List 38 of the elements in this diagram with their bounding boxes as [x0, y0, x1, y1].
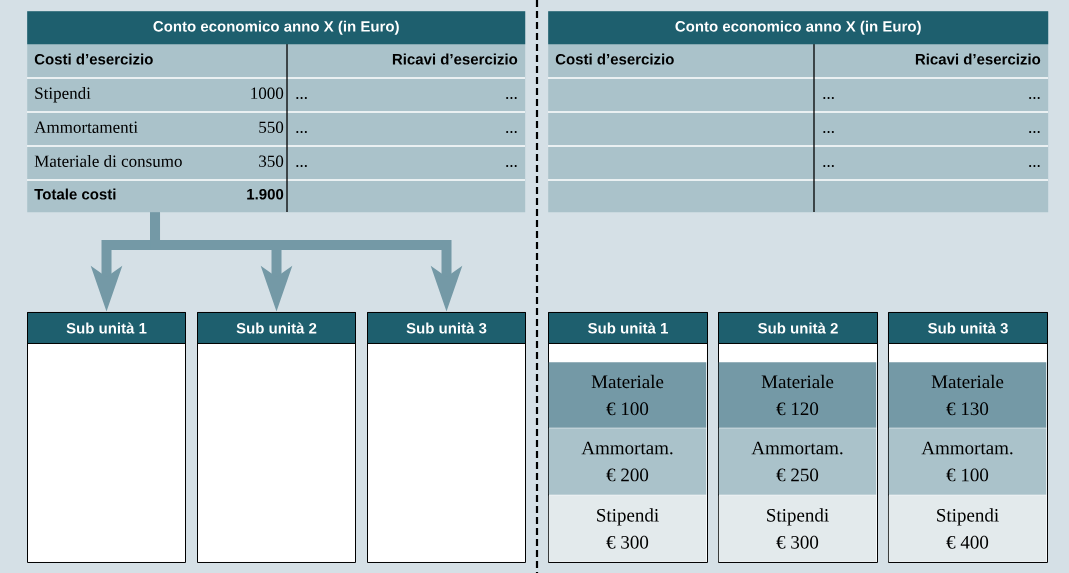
table-cell: ...: [1029, 165, 1040, 168]
table-cell: ...: [1029, 131, 1040, 134]
table-cell: 550: [259, 121, 284, 133]
table-cell: Stipendi: [35, 87, 91, 103]
table-cell: ...: [506, 165, 517, 168]
cost-band: Materiale € 100: [548, 362, 707, 428]
subunit-box: Sub unità 3: [367, 312, 526, 563]
table-title: Conto economico anno X (in Euro): [27, 11, 526, 45]
subunit-box: Sub unità 2: [197, 312, 356, 563]
table-cell: ...: [296, 131, 307, 134]
table-cell: Ricavi d’esercizio: [915, 53, 1041, 65]
table-cell: Costi d’esercizio: [555, 53, 674, 65]
table-cell: 1000: [251, 87, 284, 99]
table-cell: ...: [296, 97, 307, 100]
table-cell: ...: [1029, 97, 1040, 100]
table-cell: Materiale di consumo: [34, 155, 182, 167]
table-cell: ...: [506, 131, 517, 134]
cost-band: Ammortam. € 250: [718, 428, 877, 495]
table-cell: Totale costi: [34, 188, 116, 200]
table-cell: Ricavi d’esercizio: [392, 53, 518, 65]
cost-band: Materiale € 120: [718, 362, 877, 428]
table-title: Conto economico anno X (in Euro): [548, 11, 1049, 45]
table-cell: ...: [823, 97, 834, 100]
table-cell: Ammortamenti: [34, 121, 138, 133]
cost-band: Ammortam. € 200: [548, 428, 707, 495]
table-cell: 350: [259, 155, 284, 167]
table-cell: Costi d’esercizio: [34, 53, 153, 65]
cost-band: Materiale € 130: [888, 362, 1047, 428]
cost-band: Stipendi € 300: [548, 495, 707, 562]
table-cell: ...: [823, 131, 834, 134]
cost-band: Ammortam. € 100: [888, 428, 1047, 495]
cost-band: Stipendi € 400: [888, 495, 1047, 562]
cost-band: Stipendi € 300: [718, 495, 877, 562]
table-cell: ...: [823, 165, 834, 168]
table-cell: ...: [296, 165, 307, 168]
table-cell: ...: [506, 97, 517, 100]
table-cell: 1.900: [247, 188, 284, 200]
subunit-box: Sub unità 1: [27, 312, 186, 563]
